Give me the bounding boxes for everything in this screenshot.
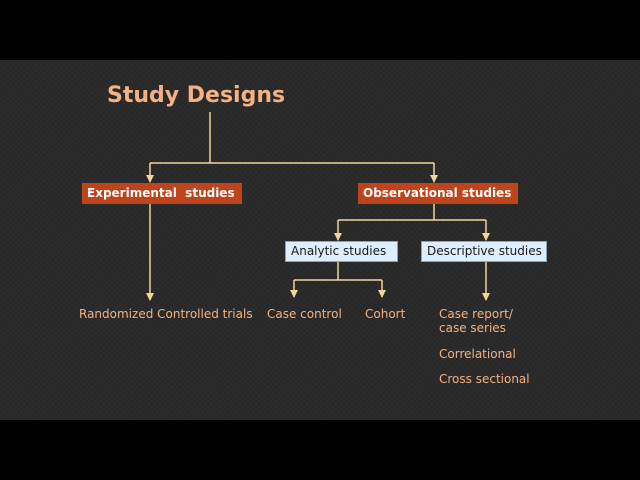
- node-observational-studies: Observational studies: [358, 183, 518, 204]
- leaf-cohort: Cohort: [365, 307, 406, 321]
- leaf-case-report-line2: case series: [439, 321, 506, 335]
- connector-lines: [146, 112, 490, 301]
- slide: Study Designs Experimental studies Obser…: [0, 60, 640, 420]
- node-analytic-studies: Analytic studies: [285, 241, 398, 262]
- leaf-case-report-line1: Case report/: [439, 307, 513, 321]
- node-experimental-studies: Experimental studies: [82, 183, 242, 204]
- slide-title: Study Designs: [107, 83, 286, 108]
- leaf-cross-sectional: Cross sectional: [439, 372, 530, 386]
- node-descriptive-studies: Descriptive studies: [421, 241, 547, 262]
- leaf-randomized-controlled-trials: Randomized Controlled trials: [79, 307, 253, 321]
- leaf-correlational: Correlational: [439, 347, 516, 361]
- leaf-case-control: Case control: [267, 307, 342, 321]
